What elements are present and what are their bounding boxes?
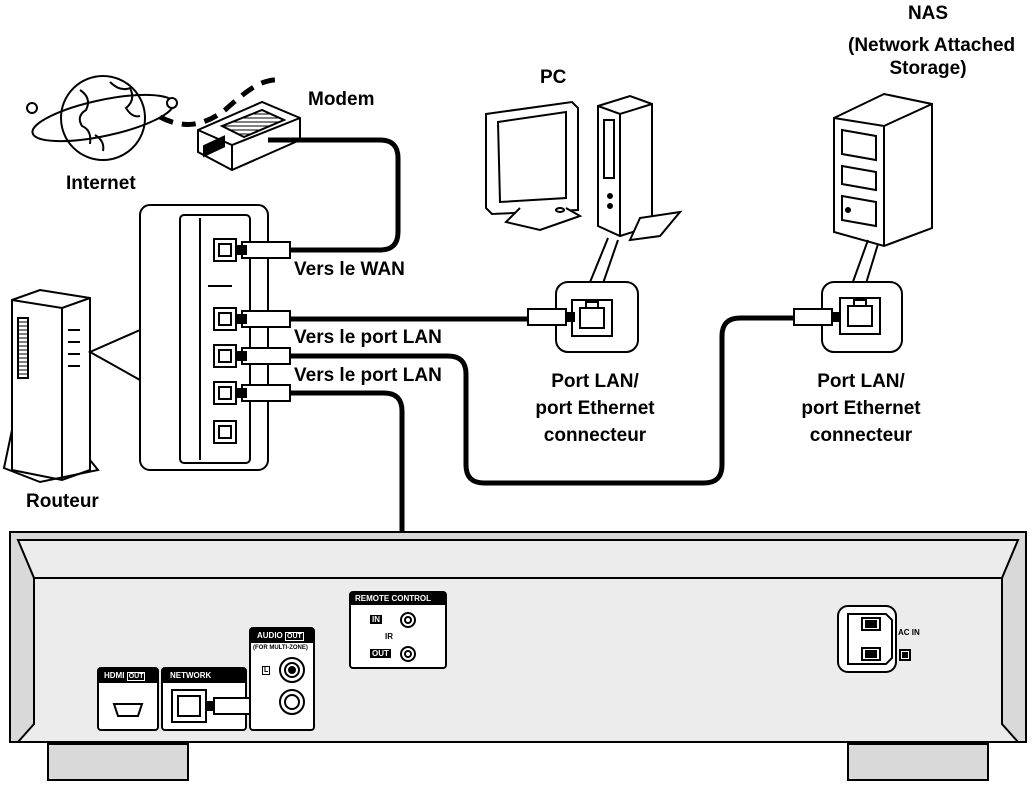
nas-device <box>833 92 933 248</box>
router-ports <box>213 238 237 444</box>
modem-device <box>197 100 301 172</box>
router-plugs <box>237 241 291 402</box>
vers-wan-label: Vers le WAN <box>294 259 405 280</box>
ac-in-label: AC IN <box>898 628 920 637</box>
vers-lan-label-1: Vers le port LAN <box>294 327 442 348</box>
remote-control-label: REMOTE CONTROL <box>355 594 431 603</box>
modem-label: Modem <box>308 89 375 110</box>
pc-port-label-1: Port LAN/ <box>551 371 639 392</box>
pc-port-label-3: connecteur <box>543 425 647 446</box>
nas-port-label-3: connecteur <box>809 425 913 446</box>
hdmi-port <box>97 667 159 731</box>
routeur-label: Routeur <box>26 491 99 512</box>
audio-sublabel: (FOR MULTI-ZONE) <box>253 645 308 651</box>
remote-ir-label: IR <box>385 632 393 641</box>
remote-in-label: IN <box>370 615 382 624</box>
ac-inlet <box>837 605 911 673</box>
nas-title: NAS <box>907 3 949 24</box>
remote-out-label: OUT <box>370 649 391 658</box>
cable-nas <box>290 315 796 486</box>
globe-icon <box>26 75 178 161</box>
hdmi-label: HDMI OUT <box>104 671 146 681</box>
pc-port-label-2: port Ethernet <box>535 398 655 419</box>
vers-lan-label-2: Vers le port LAN <box>294 365 442 386</box>
pc-device <box>485 94 683 242</box>
router-device <box>2 288 100 484</box>
audio-l-label: L <box>262 666 271 675</box>
audio-label: AUDIO OUT <box>257 631 304 641</box>
pc-label: PC <box>540 67 567 88</box>
dashed-wireless-link <box>158 77 281 127</box>
nas-plug <box>793 308 841 326</box>
nas-port-label-1: Port LAN/ <box>817 371 905 392</box>
remote-control-panel <box>349 591 447 669</box>
network-label: NETWORK <box>170 671 212 680</box>
cable-wan <box>268 137 401 253</box>
internet-label: Internet <box>66 173 136 194</box>
nas-subtitle-1: (Network Attached <box>848 35 1016 56</box>
nas-ethernet-port-icon <box>839 297 881 335</box>
nas-port-label-2: port Ethernet <box>801 398 921 419</box>
audio-output <box>249 627 315 731</box>
nas-subtitle-2: Storage) <box>889 58 967 79</box>
router-callout <box>87 328 141 382</box>
pc-ethernet-port-icon <box>571 299 613 337</box>
pc-plug <box>527 308 575 326</box>
network-port <box>161 667 247 731</box>
